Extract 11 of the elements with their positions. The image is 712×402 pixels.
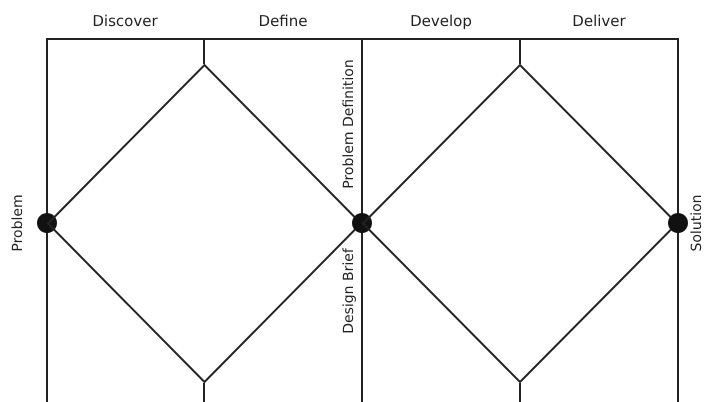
- phase-heading: Develop: [410, 12, 472, 30]
- junction-dot: [668, 213, 688, 233]
- milestone-label: Problem Definition: [341, 59, 357, 189]
- phase-heading: Discover: [92, 12, 158, 30]
- stage-label: Problem: [10, 194, 26, 252]
- phase-heading: Define: [258, 12, 308, 30]
- phase-heading: Deliver: [572, 12, 626, 30]
- stage-label: Solution: [689, 194, 705, 252]
- milestone-label: Design Brief: [341, 248, 357, 334]
- junction-dot: [37, 213, 57, 233]
- junction-dot: [352, 213, 372, 233]
